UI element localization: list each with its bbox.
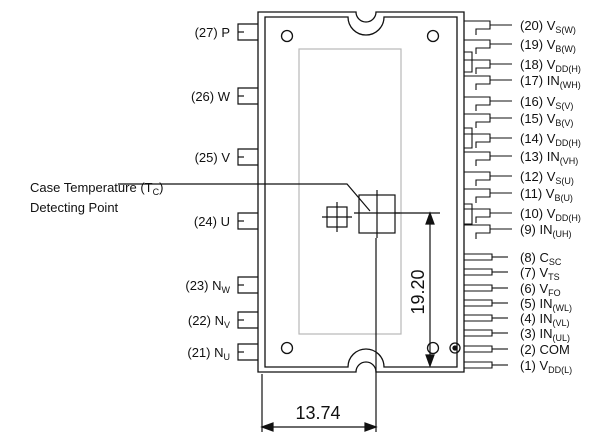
pin-label-p7: (7) VTS	[520, 265, 560, 282]
mount-hole-top-left	[280, 29, 294, 43]
right-pin-p7	[464, 268, 508, 276]
case-temp-label: Case Temperature (TC)	[30, 180, 163, 197]
pin-label-p12: (12) VS(U)	[520, 169, 574, 186]
right-pin-p13	[464, 151, 512, 166]
mount-hole-bottom-left	[280, 341, 294, 355]
pin-label-p3: (3) IN(UL)	[520, 326, 570, 343]
right-edge-bump	[464, 51, 473, 73]
right-pin-p12	[464, 171, 512, 186]
mount-hole-bottom-right	[426, 341, 440, 355]
left-pin-p23	[237, 276, 258, 294]
right-pin-p8	[464, 253, 508, 261]
pin-label-p1: (1) VDD(L)	[520, 358, 572, 375]
right-pin-p20	[464, 20, 512, 35]
left-pin-p22	[237, 311, 258, 329]
right-pin-p16	[464, 96, 512, 111]
left-pin-p26	[237, 87, 258, 105]
pin-label-p13: (13) IN(VH)	[520, 149, 578, 166]
left-pin-p21	[237, 343, 258, 361]
left-pin-p27	[237, 23, 258, 41]
pin-label-p14: (14) VDD(H)	[520, 131, 581, 148]
pin-label-p9: (9) IN(UH)	[520, 222, 572, 239]
left-pins: (27) P (26) W (25) V (24) U (23) NW (22) NV (2…	[185, 23, 258, 362]
right-pin-p6	[464, 284, 508, 292]
right-pin-p4	[464, 314, 508, 322]
right-pin-p10	[464, 208, 512, 223]
right-pin-p14	[464, 133, 512, 148]
right-pins: (20) VS(W) (19) VB(W) (18) VDD(H)(17) IN(W…	[464, 18, 581, 375]
case-temp-leader	[118, 183, 371, 212]
heatsink-area	[298, 48, 402, 335]
package-inner-outline	[264, 16, 458, 368]
horizontal-dimension-value: 13.74	[295, 403, 340, 423]
pin-label-p23: (23) NW	[185, 278, 230, 295]
right-edge-bump	[464, 127, 473, 149]
right-pin-p2	[464, 345, 508, 353]
index-mark-dot	[452, 345, 458, 351]
left-pin-p24	[237, 212, 258, 230]
pin-label-p15: (15) VB(V)	[520, 111, 573, 128]
case-temp-label-line2: Detecting Point	[30, 200, 119, 215]
case-temp-marker	[118, 183, 400, 238]
horizontal-dimension	[260, 238, 378, 432]
pin-label-p17: (17) IN(WH)	[520, 73, 581, 90]
pin-label-p22: (22) NV	[188, 313, 230, 330]
vertical-dimension	[395, 211, 440, 368]
pin-label-p27: (27) P	[195, 25, 230, 40]
index-mark	[449, 342, 461, 354]
vertical-dimension-value: 19.20	[408, 269, 428, 314]
left-pin-p25	[237, 148, 258, 166]
pin-label-p25: (25) V	[195, 150, 231, 165]
right-pin-p11	[464, 188, 512, 203]
right-pin-p5	[464, 299, 508, 307]
pin-label-p6: (6) VFO	[520, 281, 561, 298]
pin-label-p4: (4) IN(VL)	[520, 311, 570, 328]
pin-label-p21: (21) NU	[187, 345, 230, 362]
mount-hole-top-right	[426, 29, 440, 43]
pin-label-p24: (24) U	[194, 214, 230, 229]
pin-label-p2: (2) COM	[520, 342, 570, 357]
pin-label-p19: (19) VB(W)	[520, 37, 576, 54]
pin-label-p10: (10) VDD(H)	[520, 206, 581, 223]
right-pin-p3	[464, 329, 508, 337]
package-outline	[257, 11, 465, 373]
pin-label-p18: (18) VDD(H)	[520, 57, 581, 74]
pin-label-p20: (20) VS(W)	[520, 18, 576, 35]
pin-label-p8: (8) CSC	[520, 250, 562, 267]
right-edge-bump	[464, 203, 473, 225]
right-pin-p19	[464, 39, 512, 54]
pin-label-p5: (5) IN(WL)	[520, 296, 572, 313]
right-pin-p17	[464, 75, 512, 90]
right-pin-p18	[464, 59, 512, 74]
right-pin-p9	[464, 224, 512, 239]
pin-label-p16: (16) VS(V)	[520, 94, 573, 111]
right-pin-p15	[464, 113, 512, 128]
pin-label-p26: (26) W	[191, 89, 231, 104]
right-pin-p1	[464, 361, 508, 369]
pin-label-p11: (11) VB(U)	[520, 186, 573, 203]
